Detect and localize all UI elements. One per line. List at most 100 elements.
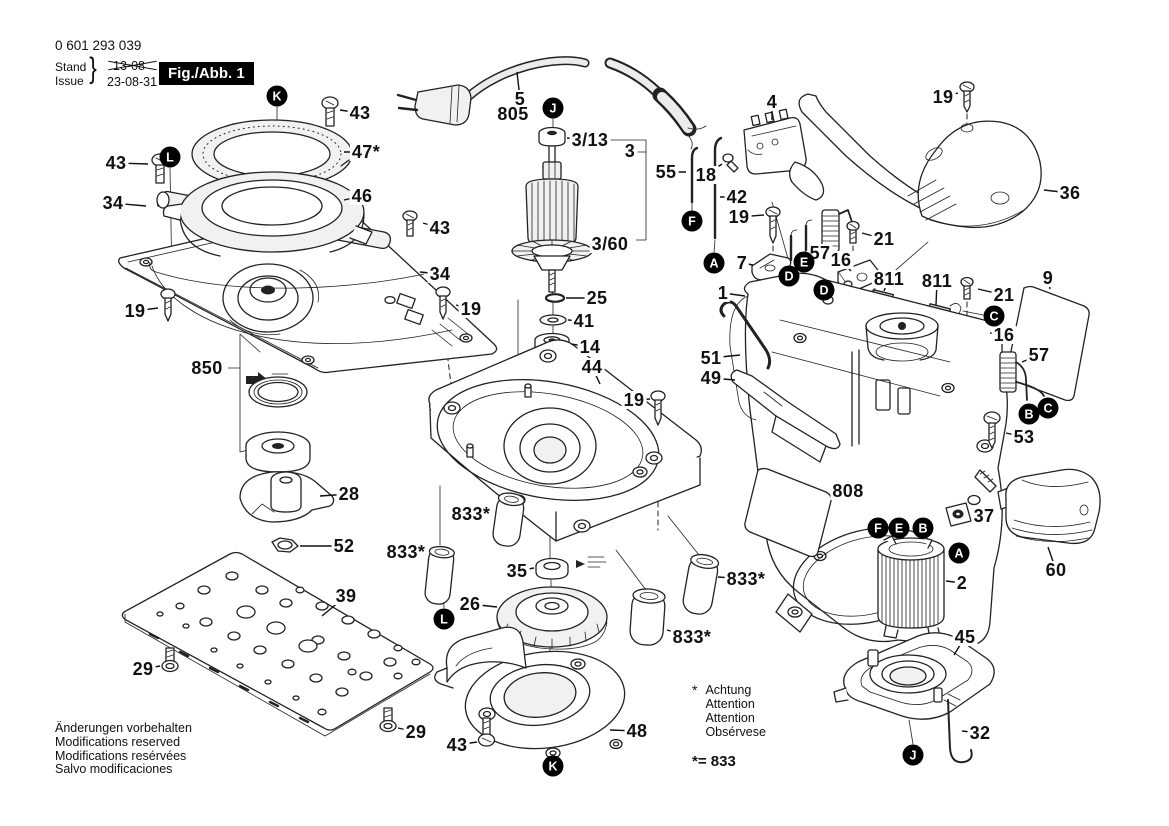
attention-line: Achtung — [705, 683, 752, 697]
part-label-41: 41 — [571, 311, 597, 331]
footer-line: Salvo modificaciones — [55, 762, 173, 777]
dust-box-60 — [974, 468, 1101, 545]
part-label-25: 25 — [584, 288, 610, 308]
part-label-3-60: 3/60 — [589, 234, 631, 254]
part-label-57: 57 — [1026, 345, 1052, 365]
armature-assembly — [511, 126, 593, 293]
ref-badge-e: E — [793, 251, 815, 273]
screw-21-right — [960, 276, 974, 300]
part-label-833-star: 833* — [449, 504, 493, 524]
part-label-833-star: 833* — [384, 542, 428, 562]
part-label-45: 45 — [952, 627, 978, 647]
part-label-21: 21 — [871, 229, 897, 249]
ref-badge-b: B — [1018, 403, 1040, 425]
ref-badge-b: B — [912, 517, 934, 539]
part-label-43: 43 — [427, 218, 453, 238]
part-label-833-star: 833* — [724, 569, 768, 589]
part-label-48: 48 — [624, 721, 650, 741]
ref-badge-c: C — [1037, 397, 1059, 419]
part-label-16: 16 — [828, 250, 854, 270]
part-label-60: 60 — [1043, 560, 1069, 580]
ref-badge-f: F — [867, 517, 889, 539]
screw-19-left — [160, 288, 176, 322]
part-label-49: 49 — [698, 368, 724, 388]
attention-line: Obsérvese — [705, 725, 766, 739]
screw-18 — [722, 153, 739, 173]
ref-badge-c: C — [983, 305, 1005, 327]
left-frame-assembly — [118, 119, 498, 374]
part-label-850: 850 — [189, 358, 225, 378]
part-label-46: 46 — [349, 186, 375, 206]
ref-badge-l: L — [159, 146, 181, 168]
coil-57-right — [999, 351, 1045, 401]
screw-19-top-right — [959, 81, 975, 113]
stand-label: Stand — [55, 60, 87, 74]
screw-29-left — [161, 647, 179, 673]
fan-26 — [496, 586, 608, 650]
screw-19-switch — [765, 206, 781, 244]
part-label-9: 9 — [1040, 268, 1056, 288]
attention-line: Attention — [705, 697, 755, 711]
part-label-19: 19 — [122, 301, 148, 321]
part-label-29: 29 — [403, 722, 429, 742]
plate-808 — [744, 467, 832, 558]
part-label-19: 19 — [458, 299, 484, 319]
screw-21-left — [846, 220, 860, 244]
part-label-18: 18 — [693, 165, 719, 185]
footer-line: Änderungen vorbehalten — [55, 721, 192, 735]
part-label-833-star: 833* — [670, 627, 714, 647]
ref-badge-f: F — [681, 210, 703, 232]
part-label-3-13: 3/13 — [569, 130, 611, 150]
part-label-32: 32 — [967, 723, 993, 743]
part-label-34: 34 — [427, 264, 453, 284]
part-label-3: 3 — [622, 141, 638, 161]
part-label-7: 7 — [734, 253, 750, 273]
part-label-43: 43 — [444, 735, 470, 755]
ring-35 — [535, 556, 607, 580]
intermediate-housing-44 — [428, 339, 702, 542]
stator-2 — [877, 535, 945, 639]
ref-badge-d: D — [813, 279, 835, 301]
top-cover-36 — [798, 81, 1042, 229]
brace-glyph: } — [89, 52, 97, 85]
foam-sleeves-833 — [424, 492, 720, 646]
wire-32 — [947, 699, 973, 764]
document-part-number: 0 601 293 039 — [55, 38, 142, 53]
part-label-36: 36 — [1057, 183, 1083, 203]
part-label-805: 805 — [495, 104, 531, 124]
switch-4-group — [690, 108, 825, 281]
part-label-16: 16 — [991, 325, 1017, 345]
part-label-44: 44 — [579, 357, 605, 377]
part-label-19: 19 — [726, 207, 752, 227]
issue-label: Issue — [55, 74, 84, 88]
part-label-51: 51 — [698, 348, 724, 368]
attention-line: Attention — [705, 711, 755, 725]
part-label-47-star: 47* — [349, 142, 383, 162]
part-label-52: 52 — [331, 536, 357, 556]
part-label-19: 19 — [621, 390, 647, 410]
part-label-28: 28 — [336, 484, 362, 504]
modifications-note: Änderungen vorbehalten Modifications res… — [55, 721, 192, 777]
part-label-29: 29 — [130, 659, 156, 679]
part-label-2: 2 — [954, 573, 970, 593]
part-label-42: 42 — [724, 187, 750, 207]
part-label-53: 53 — [1011, 427, 1037, 447]
asterisk-footnote: *= 833 — [692, 753, 736, 770]
part-label-43: 43 — [347, 103, 373, 123]
screw-19-housing-right — [650, 390, 666, 426]
power-cord — [396, 56, 707, 150]
ref-badge-j: J — [542, 97, 564, 119]
lever-49 — [730, 369, 841, 463]
ref-badge-k: K — [266, 85, 288, 107]
square-nut-37 — [945, 502, 972, 527]
fan-housing-48 — [434, 626, 626, 759]
screw-53 — [983, 411, 1001, 449]
part-label-39: 39 — [333, 586, 359, 606]
attention-note: * Achtung Attention Attention Obsérvese — [692, 683, 766, 739]
ref-badge-d: D — [778, 265, 800, 287]
part-label-37: 37 — [971, 506, 997, 526]
screw-43-top — [321, 96, 339, 127]
issue-date: 23-08-31 — [107, 75, 158, 89]
